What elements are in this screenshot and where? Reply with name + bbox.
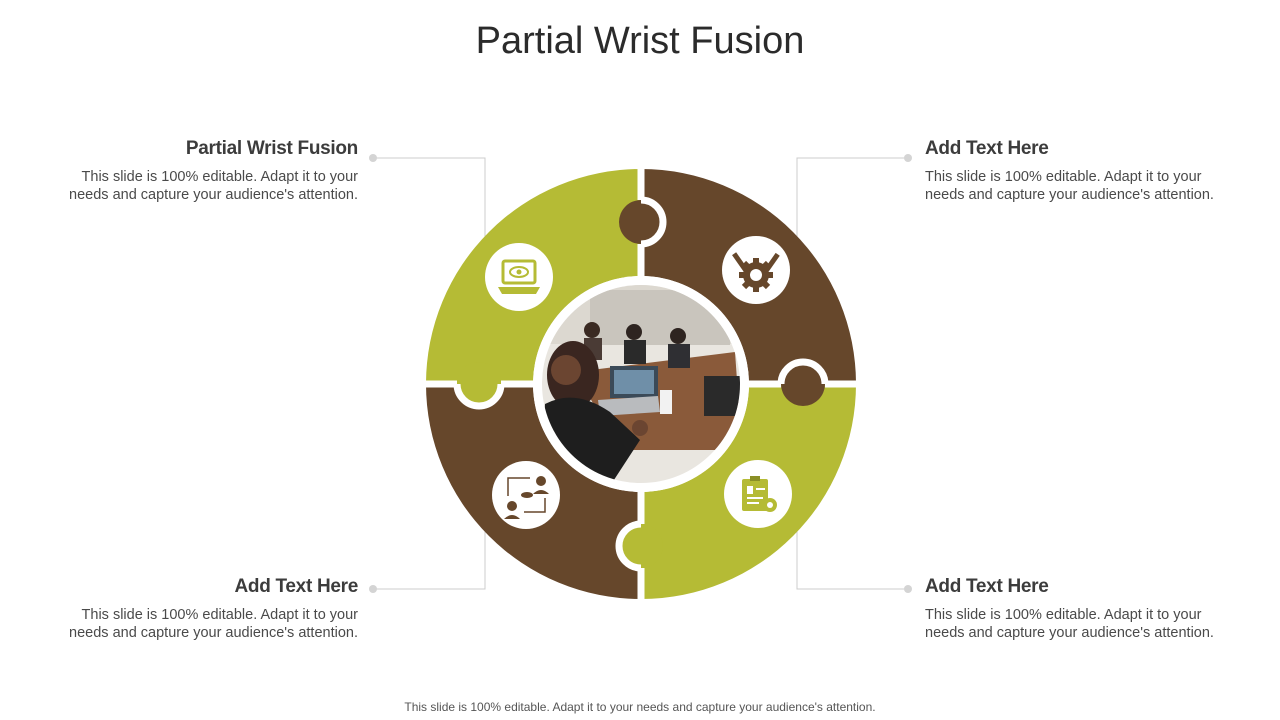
block-text: This slide is 100% editable. Adapt it to… xyxy=(925,169,1214,203)
puzzle-tab xyxy=(619,524,663,568)
block-heading: Add Text Here xyxy=(234,576,359,597)
puzzle-tab xyxy=(619,200,663,244)
block-heading: Add Text Here xyxy=(925,138,1049,159)
footer-note: This slide is 100% editable. Adapt it to… xyxy=(404,700,876,714)
connector-dot xyxy=(369,585,377,593)
laptop-eye-icon xyxy=(498,259,540,294)
connector-top-right xyxy=(796,157,908,258)
wrench-gear-icon xyxy=(732,252,780,292)
text-block-top-right: Add Text Here This slide is 100% editabl… xyxy=(925,138,1225,204)
meeting-photo xyxy=(542,285,740,483)
clipboard-gear-icon xyxy=(742,476,777,512)
block-heading: Partial Wrist Fusion xyxy=(185,138,358,159)
connector-dot xyxy=(369,154,377,162)
block-text: This slide is 100% editable. Adapt it to… xyxy=(69,607,358,641)
text-block-top-left: Partial Wrist Fusion This slide is 100% … xyxy=(58,138,358,204)
block-text: This slide is 100% editable. Adapt it to… xyxy=(925,607,1214,641)
block-text: This slide is 100% editable. Adapt it to… xyxy=(69,169,358,203)
people-exchange-icon xyxy=(504,476,549,519)
connector-lines xyxy=(373,157,908,590)
text-block-bottom-left: Add Text Here This slide is 100% editabl… xyxy=(58,576,358,642)
connector-dot xyxy=(904,154,912,162)
puzzle-tab xyxy=(457,362,501,406)
block-heading: Add Text Here xyxy=(925,576,1049,597)
puzzle-tab xyxy=(781,362,825,406)
slide-title: Partial Wrist Fusion xyxy=(475,20,805,62)
connector-top-left xyxy=(373,157,486,258)
text-block-bottom-right: Add Text Here This slide is 100% editabl… xyxy=(925,576,1225,642)
connector-bottom-left xyxy=(373,510,486,590)
connector-dot xyxy=(904,585,912,593)
connector-bottom-right xyxy=(796,510,908,590)
